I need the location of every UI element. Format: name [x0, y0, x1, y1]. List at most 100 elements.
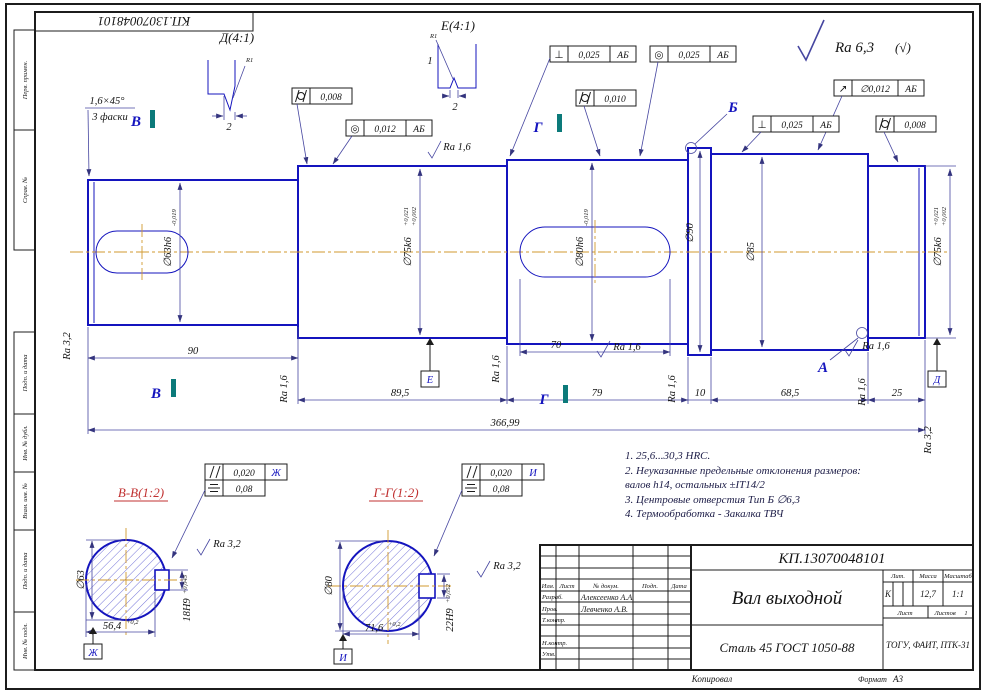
dim-90: 90	[188, 346, 199, 357]
svg-text:∅80h6: ∅80h6	[575, 236, 586, 267]
stamp-number: КП.13070048101	[98, 14, 192, 29]
note-line: 2. Неуказанные предельные отклонения раз…	[625, 465, 861, 477]
side-label: Подп. и дата	[22, 552, 29, 590]
side-strip: Перв. примен. Справ. № Подп. и дата Инв.…	[13, 29, 36, 671]
dim-10: 10	[695, 388, 706, 399]
section-bb-dia: ∅63	[76, 570, 87, 590]
row-label: Н.контр.	[541, 640, 568, 647]
datum-b: Б	[727, 100, 738, 116]
material: Сталь 45 ГОСТ 1050-88	[719, 640, 855, 655]
row-name: Левченко А.В.	[580, 605, 628, 614]
datum-triangle-d	[933, 338, 941, 345]
frame-datum: АБ	[716, 51, 729, 61]
section-bb-width-tol: +0,2	[126, 619, 139, 626]
sheet-label: Лист	[896, 610, 913, 617]
parallelism-icon	[209, 465, 221, 479]
svg-text:+0,052: +0,052	[445, 583, 452, 603]
datum-triangle-e	[426, 338, 434, 345]
col-list: Лист	[558, 583, 575, 590]
roughness-icon	[797, 19, 825, 62]
section-arrow	[150, 110, 155, 128]
view-b-top: В	[130, 114, 141, 130]
scale-label: Масштаб	[943, 573, 972, 580]
dia-label-6: ∅75k6 +0,021 +0,002	[933, 206, 948, 267]
section-gg-dia: ∅80	[324, 575, 335, 595]
view-g-bottom: Г	[538, 392, 549, 408]
ra16: Ra 1,6	[279, 375, 290, 404]
perpendicularity-icon: ⊥	[757, 119, 766, 131]
ra16: Ra 1,6	[861, 341, 890, 352]
section-arrow	[557, 114, 562, 132]
frame-datum: АБ	[904, 85, 917, 95]
row-label: Разраб.	[541, 594, 563, 601]
dim-79: 79	[592, 388, 603, 399]
detail-e-h: 1	[427, 56, 432, 67]
section-bb-ra: Ra 3,2	[212, 539, 241, 550]
title-block: Изм. Лист № докум. Подп. Дата Разраб. Ал…	[539, 544, 974, 671]
detail-e-radius: R1	[429, 33, 437, 40]
concentricity-icon: ◎	[654, 49, 663, 61]
roughness-icon	[427, 140, 442, 159]
section-gg-ra: Ra 3,2	[492, 561, 521, 572]
roughness-icon	[596, 340, 611, 358]
side-label: Инв. № дубл.	[22, 425, 29, 462]
dim-70: 70	[551, 340, 562, 351]
view-labels: В В Г Г Б А Е Д	[130, 100, 947, 408]
section-bb-width: 56,4	[103, 621, 122, 632]
detail-e: Е(4:1) R1 1 2	[427, 18, 477, 113]
datum-target-a	[856, 327, 868, 339]
svg-text:+0,002: +0,002	[411, 206, 418, 226]
format-label: Формат	[858, 675, 887, 684]
frame-value: 0,025	[578, 51, 600, 61]
row-label: Т.контр.	[542, 617, 566, 624]
tolerance-frames: 0,008 ◎ 0,012 АБ ⊥ 0,025 АБ ◎ 0,025 АБ 0…	[291, 45, 937, 165]
section-gg-title: Г-Г(1:2)	[372, 485, 418, 500]
section-gg-width-tol: +0,2	[388, 621, 401, 628]
tech-notes: 1. 25,6...30,3 HRC. 2. Неуказанные преде…	[624, 450, 861, 520]
dim-25: 25	[892, 388, 903, 399]
detail-d: Д(4:1) R1 2	[207, 30, 254, 133]
lit-label: Лит.	[890, 573, 905, 580]
copied-label: Копировал	[691, 674, 732, 684]
side-label: Инв. № подл.	[22, 623, 29, 660]
sheets-label: Листов	[933, 610, 955, 617]
svg-text:∅90: ∅90	[685, 222, 696, 242]
side-label: Взам. инв. №	[22, 483, 29, 519]
frame-value: 0,010	[604, 95, 626, 105]
datum-a: А	[817, 360, 828, 376]
scale-value: 1:1	[952, 589, 964, 599]
frame-datum: АБ	[616, 51, 629, 61]
detail-e-w: 2	[452, 102, 458, 113]
doc-number: КП.13070048101	[777, 551, 885, 567]
datum-e: Е	[426, 375, 434, 386]
ra16: Ra 1,6	[442, 142, 471, 153]
frame-value: 0,008	[320, 93, 342, 103]
col-podp: Подп.	[641, 583, 658, 590]
datum-zh: Ж	[87, 648, 98, 659]
surface-finish: Ra 6,3 (√) Ra 1,6 Ra 1,6 Ra 1,6 Ra 1,6 R…	[62, 19, 934, 455]
detail-d-radius: R1	[245, 57, 253, 64]
perpendicularity-icon: ⊥	[554, 49, 563, 61]
detail-d-width: 2	[226, 122, 232, 133]
runout-icon: ↗	[839, 83, 848, 95]
dim-68-5: 68,5	[781, 388, 799, 399]
row-label: Утв.	[542, 651, 556, 658]
svg-text:22Н9: 22Н9	[445, 608, 456, 632]
part-name: Вал выходной	[732, 588, 843, 609]
datum-i: И	[338, 653, 348, 664]
section-arrow	[171, 379, 176, 397]
detail-d-title: Д(4:1)	[218, 30, 254, 45]
frame-value: 0,020	[490, 469, 512, 479]
svg-text:+0,021: +0,021	[933, 207, 940, 226]
cylindricity-icon	[579, 91, 591, 105]
dia-label-2: ∅75k6 +0,021 +0,002	[403, 206, 418, 267]
dim-89-5: 89,5	[391, 388, 409, 399]
section-arrow	[563, 385, 568, 403]
note-line: 3. Центровые отверстия Тип Б ∅6,3	[624, 494, 801, 506]
mass-label: Масса	[918, 573, 936, 580]
frame-value: 0,020	[233, 469, 255, 479]
frame-value: 0,012	[374, 125, 396, 135]
section-bb-title: В-В(1:2)	[118, 485, 164, 500]
roughness-icon	[196, 538, 211, 556]
